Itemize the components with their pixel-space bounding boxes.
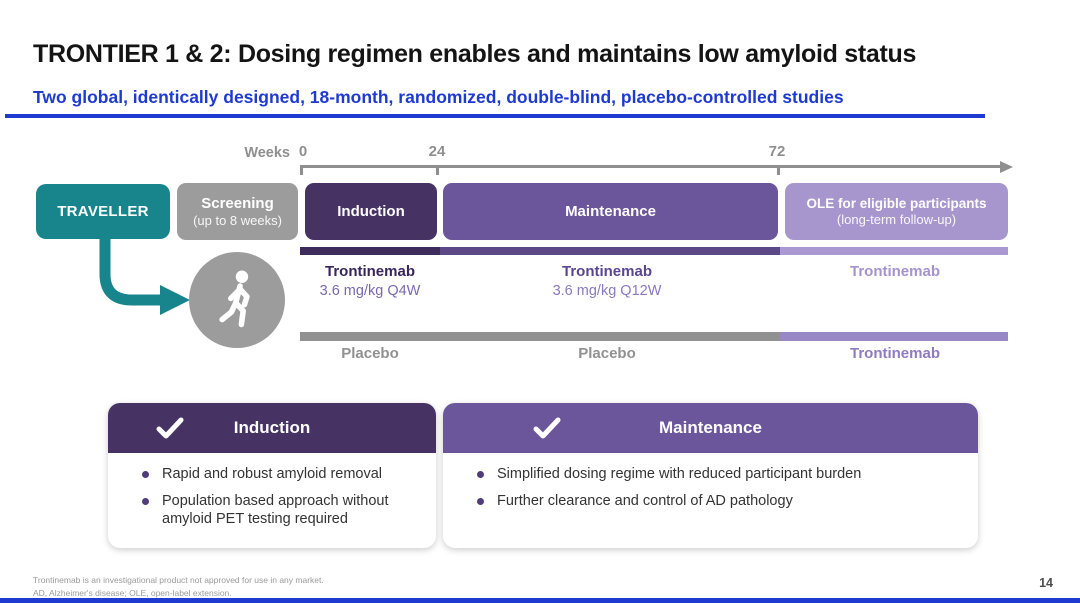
weeks-axis-label: Weeks bbox=[244, 145, 290, 161]
timeline-arrowhead-icon bbox=[1000, 160, 1013, 173]
placebo-bar-ole bbox=[780, 332, 1008, 341]
bullet-item: Population based approach without amyloi… bbox=[140, 492, 422, 528]
walking-person-icon bbox=[219, 270, 250, 328]
induction-card: Induction Rapid and robust amyloid remov… bbox=[108, 403, 436, 548]
page-title: TRONTIER 1 & 2: Dosing regimen enables a… bbox=[33, 40, 917, 68]
axis-tick bbox=[436, 165, 439, 175]
phase-screening: Screening (up to 8 weeks) bbox=[177, 183, 298, 240]
phase-ole-label: OLE for eligible participants bbox=[806, 195, 987, 211]
phase-induction-label: Induction bbox=[337, 202, 405, 220]
treatment-col-ole: Trontinemab bbox=[795, 262, 995, 282]
treatment-bar-ole bbox=[780, 247, 1008, 255]
bullet-item: Further clearance and control of AD path… bbox=[475, 492, 964, 510]
drug-dose: 3.6 mg/kg Q12W bbox=[552, 283, 662, 300]
axis-tick bbox=[777, 165, 780, 175]
treatment-col-maintenance: Trontinemab 3.6 mg/kg Q12W bbox=[507, 262, 707, 302]
header-divider bbox=[5, 114, 985, 118]
placebo-col-induction: Placebo bbox=[341, 345, 399, 362]
treatment-bar-maintenance bbox=[440, 247, 780, 255]
treatment-bar-induction bbox=[300, 247, 440, 255]
page-number: 14 bbox=[1039, 576, 1053, 590]
phase-ole: OLE for eligible participants (long-term… bbox=[785, 183, 1008, 240]
drug-name: Trontinemab bbox=[849, 263, 940, 280]
footnote-line: Trontinemab is an investigational produc… bbox=[33, 575, 324, 585]
placebo-bar-gray bbox=[300, 332, 780, 341]
placebo-col-maintenance: Placebo bbox=[578, 345, 636, 362]
induction-card-body: Rapid and robust amyloid removal Populat… bbox=[108, 453, 436, 528]
phase-maintenance-label: Maintenance bbox=[565, 202, 656, 220]
footnotes: Trontinemab is an investigational produc… bbox=[33, 574, 324, 600]
timeline-axis bbox=[300, 165, 1002, 168]
check-icon bbox=[533, 417, 561, 439]
phase-induction: Induction bbox=[305, 183, 437, 240]
induction-card-title: Induction bbox=[233, 418, 311, 437]
phase-ole-sublabel: (long-term follow-up) bbox=[836, 211, 957, 227]
placebo-col-ole: Trontinemab bbox=[849, 345, 940, 362]
drug-dose: 3.6 mg/kg Q4W bbox=[319, 283, 421, 300]
tick-label-72: 72 bbox=[768, 143, 786, 160]
maintenance-card-body: Simplified dosing regime with reduced pa… bbox=[443, 453, 978, 510]
phase-screening-label: Screening bbox=[201, 194, 274, 212]
flow-arrow-icon bbox=[99, 238, 190, 315]
tick-label-0: 0 bbox=[298, 143, 308, 160]
bullet-item: Rapid and robust amyloid removal bbox=[140, 465, 422, 483]
traveller-badge: TRAVELLER bbox=[36, 184, 170, 239]
drug-name: Trontinemab bbox=[561, 263, 652, 280]
footnote-line: AD, Alzheimer's disease; OLE, open-label… bbox=[33, 587, 232, 598]
maintenance-card: Maintenance Simplified dosing regime wit… bbox=[443, 403, 978, 548]
participant-circle bbox=[189, 252, 285, 348]
phase-maintenance: Maintenance bbox=[443, 183, 778, 240]
subtitle: Two global, identically designed, 18-mon… bbox=[33, 87, 844, 107]
tick-label-24: 24 bbox=[428, 143, 446, 160]
maintenance-card-title: Maintenance bbox=[659, 418, 762, 437]
treatment-col-induction: Trontinemab 3.6 mg/kg Q4W bbox=[270, 262, 470, 302]
bullet-item: Simplified dosing regime with reduced pa… bbox=[475, 465, 964, 483]
check-icon bbox=[156, 417, 184, 439]
axis-tick bbox=[300, 165, 303, 175]
footer-accent-bar bbox=[0, 598, 1080, 603]
induction-card-header: Induction bbox=[108, 403, 436, 453]
maintenance-card-header: Maintenance bbox=[443, 403, 978, 453]
phase-screening-sublabel: (up to 8 weeks) bbox=[193, 212, 282, 228]
drug-name: Trontinemab bbox=[324, 263, 415, 280]
